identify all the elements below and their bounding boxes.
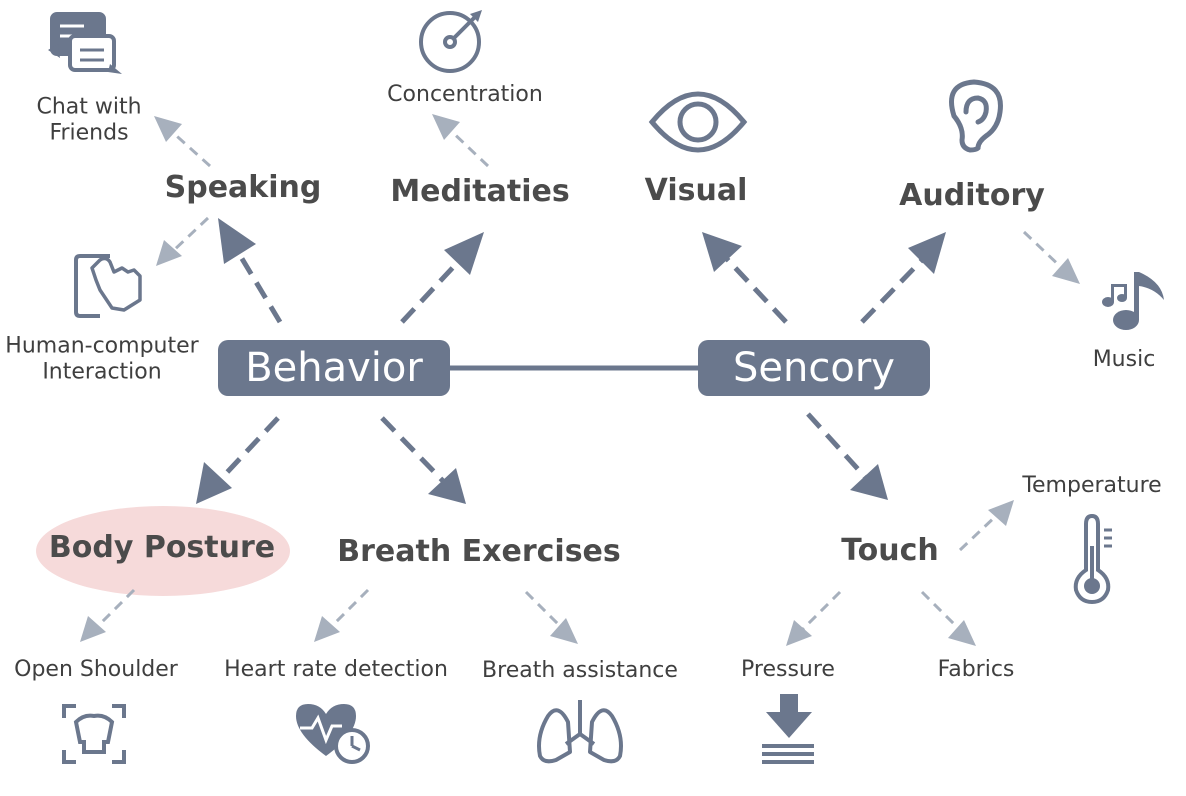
arrow-behavior-breath [380,416,446,484]
sencory-label: Sencory [733,345,895,391]
sencory-node[interactable]: Sencory [698,340,930,396]
concentration-label: Concentration [387,81,543,107]
arrowhead-visual [702,232,742,272]
chat-icon [48,12,122,74]
chat-label-line2: Friends [49,121,129,146]
arrowhead-bodyposture [196,462,232,504]
arrow-sencory-touch [806,412,868,480]
arrowhead-chat [154,116,182,142]
arrow-sencory-auditory [860,258,924,324]
arrowhead-heart [314,616,340,642]
meditaties-label: Meditaties [390,174,570,209]
fabrics-label: Fabrics [937,656,1015,682]
chat-label-line1: Chat with [36,94,142,120]
arrow-auditory-music [1022,230,1066,272]
dial-icon [419,10,482,73]
open-shoulder-label: Open Shoulder [14,656,178,682]
lungs-icon [537,700,623,764]
breath-exercises-label: Breath Exercises [337,534,621,569]
arrow-touch-fabrics [920,590,962,632]
body-posture-highlight [36,506,290,596]
music-note-icon [1102,272,1164,330]
behavior-node[interactable]: Behavior [218,340,450,396]
breath-assistance-label: Breath assistance [482,657,678,683]
touch-screen-icon [74,254,142,318]
arrowhead-music [1052,258,1080,284]
visual-label: Visual [644,173,748,208]
arrow-behavior-speaking [235,250,283,324]
heart-rate-label: Heart rate detection [224,656,448,682]
arrow-touch-temperature [958,512,1000,552]
arrowhead-speaking [218,218,256,264]
body-posture-label: Body Posture [48,530,276,565]
arrow-touch-pressure [800,590,842,632]
arrowhead-temperature [988,500,1014,526]
speaking-label: Speaking [164,170,322,205]
arrowhead-concentration [432,114,460,140]
arrowhead-fabrics [948,620,976,646]
pressure-icon [762,694,814,764]
heart-rate-icon [296,704,370,764]
arrowhead-meditaties [444,232,484,275]
chat-label: Chat with Friends [36,95,141,148]
eye-icon [648,91,748,153]
hci-label: Human-computer Interaction [5,334,198,387]
arrowhead-breath [428,468,466,504]
arrow-behavior-bodyposture [216,416,280,484]
arrow-sencory-visual [724,256,788,324]
arrow-breath-heart [328,588,370,630]
arrow-speaking-hci [170,216,210,254]
auditory-label: Auditory [899,178,1045,213]
arrowhead-pressure [786,620,812,646]
pressure-label: Pressure [741,656,835,682]
arrow-behavior-meditaties [400,260,460,324]
behavior-label: Behavior [245,345,423,391]
arrowhead-touch [850,464,888,500]
arrowhead-shoulder [80,616,106,642]
arrowhead-auditory [908,232,946,274]
ear-icon [949,79,1003,153]
hci-label-line2: Interaction [42,360,162,385]
arrowhead-hci [156,240,182,266]
music-label: Music [1092,346,1156,372]
arrow-speaking-chat [168,128,212,168]
touch-label: Touch [841,533,939,568]
arrowhead-assist [550,618,578,644]
hci-label-line1: Human-computer [5,333,199,359]
shoulder-frame-icon [62,704,126,764]
temperature-label: Temperature [1022,472,1162,498]
arrow-meditaties-concentration [446,126,490,168]
thermometer-icon [1073,513,1112,605]
arrow-breath-assist [524,590,564,630]
arrow-bodyposture-shoulder [94,588,136,630]
